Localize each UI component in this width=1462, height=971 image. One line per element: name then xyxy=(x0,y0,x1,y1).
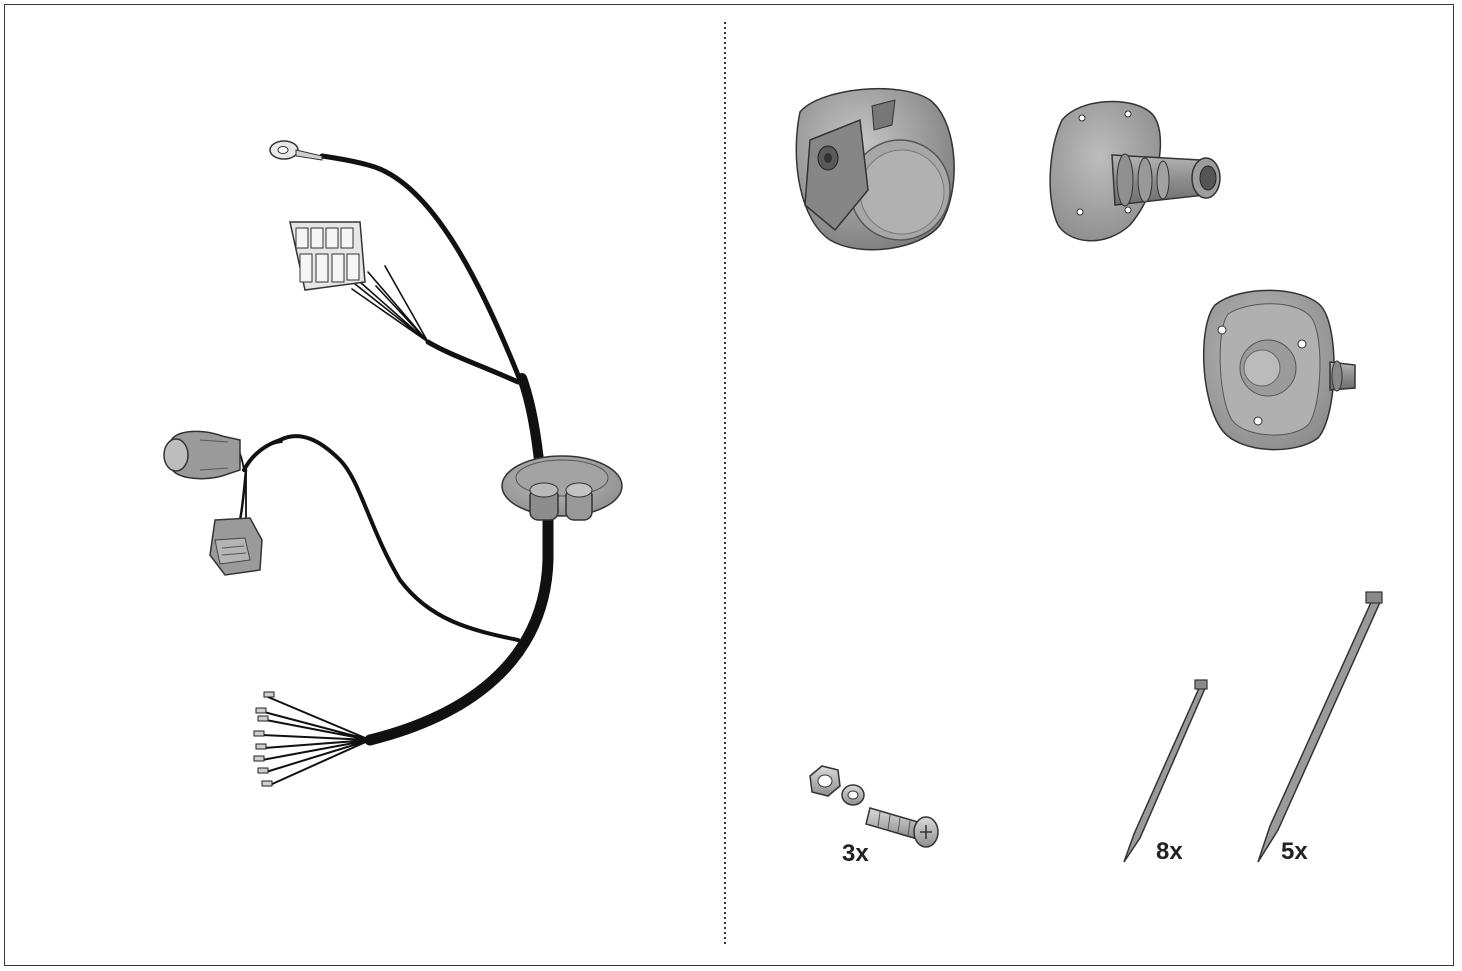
multi-pin-connector xyxy=(289,221,366,291)
flat-rubber-seal xyxy=(1202,289,1356,451)
square-plug-connector xyxy=(209,517,263,576)
cable-tie-large xyxy=(1257,591,1383,863)
wire-end-terminals xyxy=(253,691,275,787)
ground-wire xyxy=(319,153,523,383)
cable-seal-with-sleeve xyxy=(1049,100,1221,242)
wiring-harness xyxy=(225,153,554,786)
cable-tie-small xyxy=(1123,679,1208,863)
diagram-frame xyxy=(4,4,1454,966)
harness-main-trunk xyxy=(364,514,554,746)
trailer-socket xyxy=(795,87,955,251)
plug-branch xyxy=(242,434,520,642)
large-tie-quantity: 5x xyxy=(1281,838,1308,865)
oval-plug-connector xyxy=(163,430,241,480)
screw-set-quantity: 3x xyxy=(842,840,869,867)
connector-branch xyxy=(425,339,521,385)
harness-grommet xyxy=(501,455,623,521)
ring-terminal xyxy=(269,140,323,161)
small-tie-quantity: 8x xyxy=(1156,838,1183,865)
loose-wires xyxy=(261,696,371,786)
screw-nut-washer-set xyxy=(809,765,939,848)
